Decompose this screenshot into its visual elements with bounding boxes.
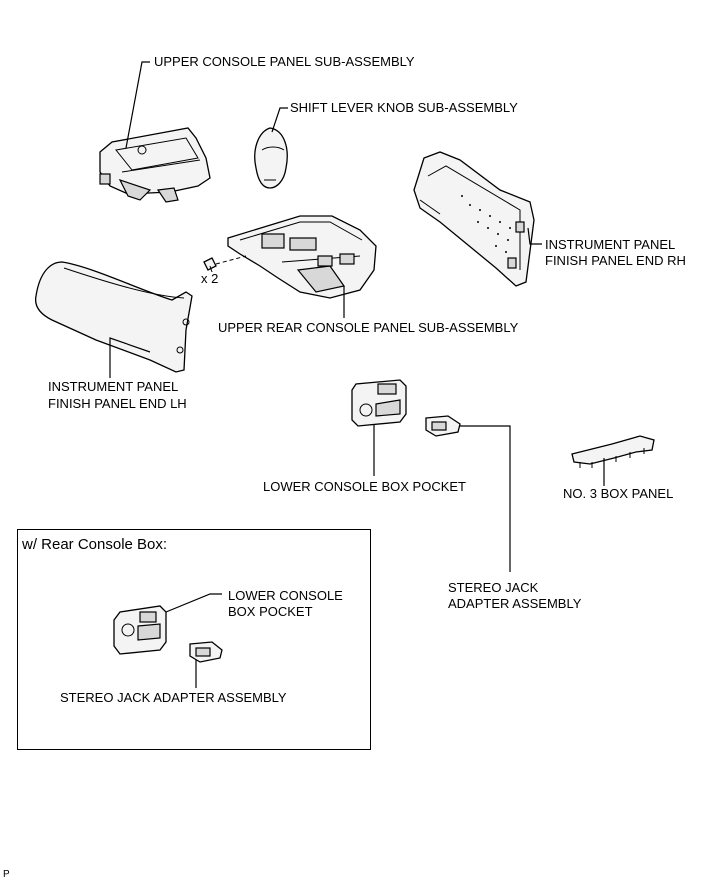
rear-console-box-inset: w/ Rear Console Box: [17, 529, 371, 750]
leader-lines [109, 61, 605, 688]
shift-lever-knob-drawing [254, 127, 288, 189]
label-stereo-jack-line1: STEREO JACK [448, 580, 539, 595]
label-quantity: x 2 [201, 271, 219, 286]
label-lower-console-box-pocket: LOWER CONSOLE BOX POCKET [263, 479, 466, 494]
inset-label-stereo-jack: STEREO JACK ADAPTER ASSEMBLY [60, 690, 287, 705]
label-finish-panel-rh-line1: INSTRUMENT PANEL [545, 237, 676, 252]
upper-rear-console-panel-drawing [227, 215, 377, 299]
inset-lower-console-box-pocket-drawing [113, 605, 167, 655]
inset-stereo-jack-adapter-drawing [189, 641, 223, 663]
label-no3-box-panel: NO. 3 BOX PANEL [563, 486, 674, 501]
label-finish-panel-lh-line1: INSTRUMENT PANEL [48, 379, 179, 394]
stereo-jack-adapter-drawing [425, 415, 461, 437]
inset-title: w/ Rear Console Box: [22, 536, 168, 553]
finish-panel-lh-drawing [34, 261, 193, 373]
inset-label-lower-console-line1: LOWER CONSOLE [228, 588, 343, 603]
label-finish-panel-rh-line2: FINISH PANEL END RH [545, 253, 686, 268]
finish-panel-rh-drawing [413, 151, 535, 287]
no3-box-panel-drawing [571, 435, 655, 468]
lower-console-box-pocket-drawing [351, 379, 407, 427]
label-upper-console-panel: UPPER CONSOLE PANEL SUB-ASSEMBLY [154, 54, 415, 69]
label-shift-lever-knob: SHIFT LEVER KNOB SUB-ASSEMBLY [290, 100, 518, 115]
figure-code: P [3, 869, 10, 880]
inset-label-lower-console-line2: BOX POCKET [228, 604, 313, 619]
screw-drawing [203, 255, 247, 273]
label-stereo-jack-line2: ADAPTER ASSEMBLY [448, 596, 582, 611]
label-upper-rear-console-panel: UPPER REAR CONSOLE PANEL SUB-ASSEMBLY [218, 320, 519, 335]
upper-console-panel-drawing [99, 127, 211, 203]
label-finish-panel-lh-line2: FINISH PANEL END LH [48, 396, 187, 411]
